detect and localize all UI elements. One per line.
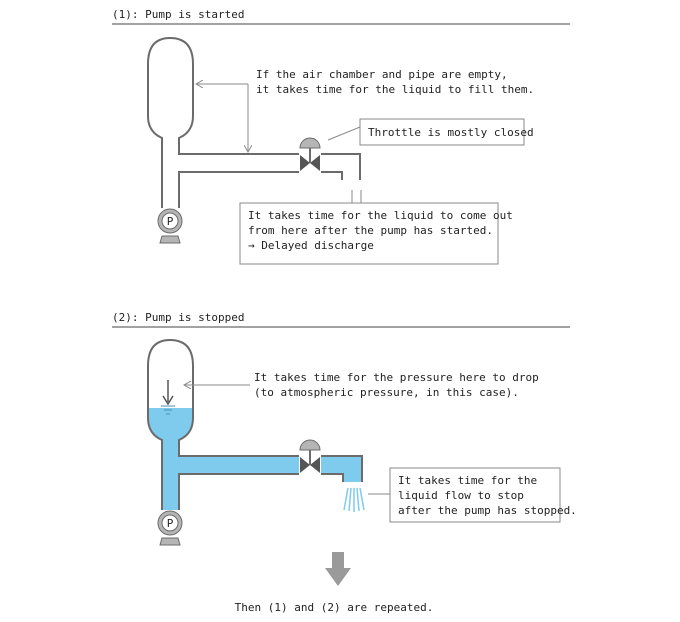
throttle-callout-box	[359, 118, 525, 146]
throttle-valve	[299, 137, 321, 171]
flow-callout-box	[389, 467, 561, 523]
delay-callout-box	[239, 202, 499, 265]
pump-label: P	[167, 517, 174, 530]
throttle-valve	[299, 439, 321, 473]
pipe-inner-wall	[178, 473, 344, 510]
pressure-note-line-1: It takes time for the pressure here to d…	[254, 371, 539, 384]
pressure-note: It takes time for the pressure here to d…	[254, 371, 545, 399]
section-2: (2): Pump is stopped	[112, 311, 577, 546]
air-chamber	[147, 338, 194, 448]
section-1: (1): Pump is started P If the air chambe…	[112, 8, 570, 265]
delay-note-line-1: It takes time for the liquid to come out	[248, 209, 513, 222]
delay-note: It takes time for the liquid to come out…	[248, 209, 520, 252]
pump-label: P	[167, 215, 174, 228]
down-arrow-icon	[325, 552, 351, 586]
discharge-spray	[343, 487, 365, 512]
pipe-outer-wall	[161, 448, 363, 510]
pump: P	[157, 510, 183, 546]
water-fill	[148, 408, 361, 510]
air-chamber	[147, 36, 194, 146]
pipe-inner-wall	[178, 171, 343, 208]
delay-note-line-3: → Delayed discharge	[248, 239, 374, 252]
throttle-callout-pointer	[327, 126, 361, 141]
pump: P	[157, 208, 183, 244]
section-1-heading: (1): Pump is started	[112, 8, 244, 21]
flow-note: It takes time for the liquid flow to sto…	[398, 474, 577, 517]
pressure-note-line-2: (to atmospheric pressure, in this case).	[254, 386, 519, 399]
footer-note: Then (1) and (2) are repeated.	[235, 601, 434, 614]
delay-note-line-2: from here after the pump has started.	[248, 224, 493, 237]
flow-note-line-1: It takes time for the	[398, 474, 537, 487]
air-note-line-1: If the air chamber and pipe are empty,	[256, 68, 508, 81]
air-note: If the air chamber and pipe are empty, i…	[256, 68, 534, 96]
air-note-line-2: it takes time for the liquid to fill the…	[256, 83, 534, 96]
water-level-mark	[161, 380, 175, 415]
throttle-note: Throttle is mostly closed	[368, 126, 534, 139]
pipe-outer-wall	[161, 146, 361, 208]
flow-note-line-3: after the pump has stopped.	[398, 504, 577, 517]
flow-note-line-2: liquid flow to stop	[398, 489, 524, 502]
section-2-heading: (2): Pump is stopped	[112, 311, 244, 324]
